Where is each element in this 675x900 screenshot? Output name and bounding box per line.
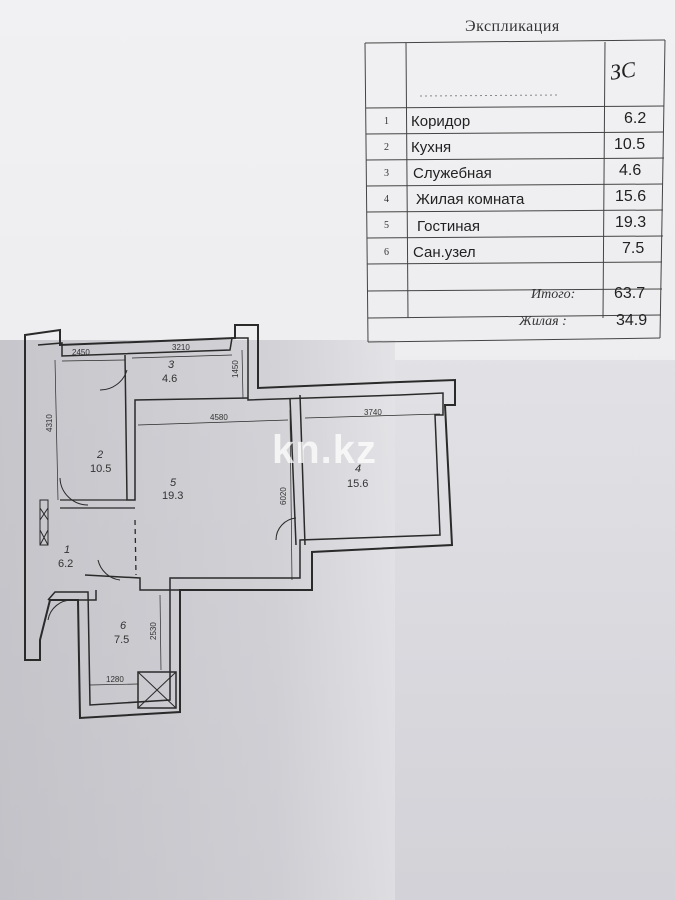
photo-shadow xyxy=(0,340,395,900)
room-name: Служебная xyxy=(413,165,492,182)
room-area-label: 7.5 xyxy=(114,634,129,646)
room-area-label: 19.3 xyxy=(162,490,183,502)
dim-4580: 4580 xyxy=(210,413,228,422)
row-number: 2 xyxy=(384,142,389,153)
dim-6020: 6020 xyxy=(279,487,288,505)
dim-2450: 2450 xyxy=(72,348,90,357)
row-number: 3 xyxy=(384,168,389,179)
room-number: 1 xyxy=(64,544,70,556)
room-name: Коридор xyxy=(411,113,471,130)
room-area: 6.2 xyxy=(624,110,647,127)
room-area: 10.5 xyxy=(614,136,646,153)
room-name: Сан.узел xyxy=(413,244,476,261)
explication-title: Экспликация xyxy=(465,18,560,35)
room-area: 19.3 xyxy=(615,214,647,231)
row-number: 1 xyxy=(384,116,389,127)
room-area: 7.5 xyxy=(622,240,645,257)
room-number: 6 xyxy=(120,620,127,632)
room-area-label: 6.2 xyxy=(58,558,73,570)
living-label: Жилая : xyxy=(519,314,567,329)
explication-table xyxy=(364,39,666,343)
room-area-label: 15.6 xyxy=(347,478,368,490)
dim-1280: 1280 xyxy=(106,675,124,684)
watermark: kn.kz xyxy=(272,428,378,472)
room-number: 4 xyxy=(355,463,361,475)
room-number: 2 xyxy=(96,449,103,461)
row-number: 6 xyxy=(384,247,389,258)
dim-2530: 2530 xyxy=(149,622,158,640)
total-label: Итого: xyxy=(531,287,576,302)
dim-3210: 3210 xyxy=(172,343,190,352)
room-name: Гостиная xyxy=(417,218,480,235)
dim-1450: 1450 xyxy=(231,360,240,378)
row-number: 5 xyxy=(384,220,389,231)
total-value: 63.7 xyxy=(614,285,646,302)
dim-4310: 4310 xyxy=(45,414,54,432)
row-number: 4 xyxy=(384,194,389,205)
room-area-label: 10.5 xyxy=(90,463,111,475)
room-area: 15.6 xyxy=(615,188,647,205)
dim-3740: 3740 xyxy=(364,408,382,417)
room-number: 5 xyxy=(170,477,177,489)
room-number: 3 xyxy=(168,359,175,371)
room-area-label: 4.6 xyxy=(162,373,177,385)
living-value: 34.9 xyxy=(616,312,648,329)
room-name: Кухня xyxy=(411,139,452,156)
room-name: Жилая комната xyxy=(416,191,525,208)
room-area: 4.6 xyxy=(619,162,642,179)
photo-shadow-right xyxy=(395,360,675,900)
